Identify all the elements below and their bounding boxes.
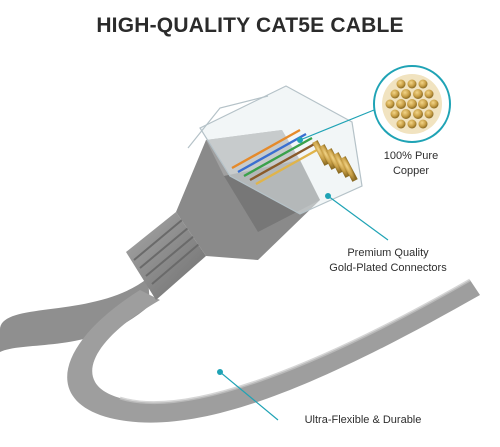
flex-callout-line xyxy=(219,371,279,421)
copper-caption: 100% Pure Copper xyxy=(372,149,450,179)
flexible-caption: Ultra-Flexible & Durable xyxy=(288,413,438,428)
copper-strand-bundle-icon xyxy=(373,65,451,143)
page-title: HIGH-QUALITY CAT5E CABLE xyxy=(96,14,404,37)
connector-caption-line1: Premium Quality xyxy=(347,247,429,259)
connector-callout-line xyxy=(327,195,389,241)
ethernet-cable xyxy=(0,278,481,423)
callout-lines xyxy=(217,109,389,421)
cable-segment xyxy=(0,278,150,352)
transparent-plug-head xyxy=(187,85,363,215)
cable-loop xyxy=(67,280,481,423)
copper-caption-line2: Copper xyxy=(392,165,430,177)
copper-callout-line xyxy=(299,109,375,141)
gold-contacts xyxy=(312,140,358,182)
connector-caption: Premium Quality Gold-Plated Connectors xyxy=(315,246,461,276)
copper-caption-line1: 100% Pure xyxy=(383,150,439,162)
connector-caption-line2: Gold-Plated Connectors xyxy=(329,262,447,274)
flexible-caption-line1: Ultra-Flexible & Durable xyxy=(304,414,422,426)
strain-relief-boot xyxy=(126,212,206,300)
